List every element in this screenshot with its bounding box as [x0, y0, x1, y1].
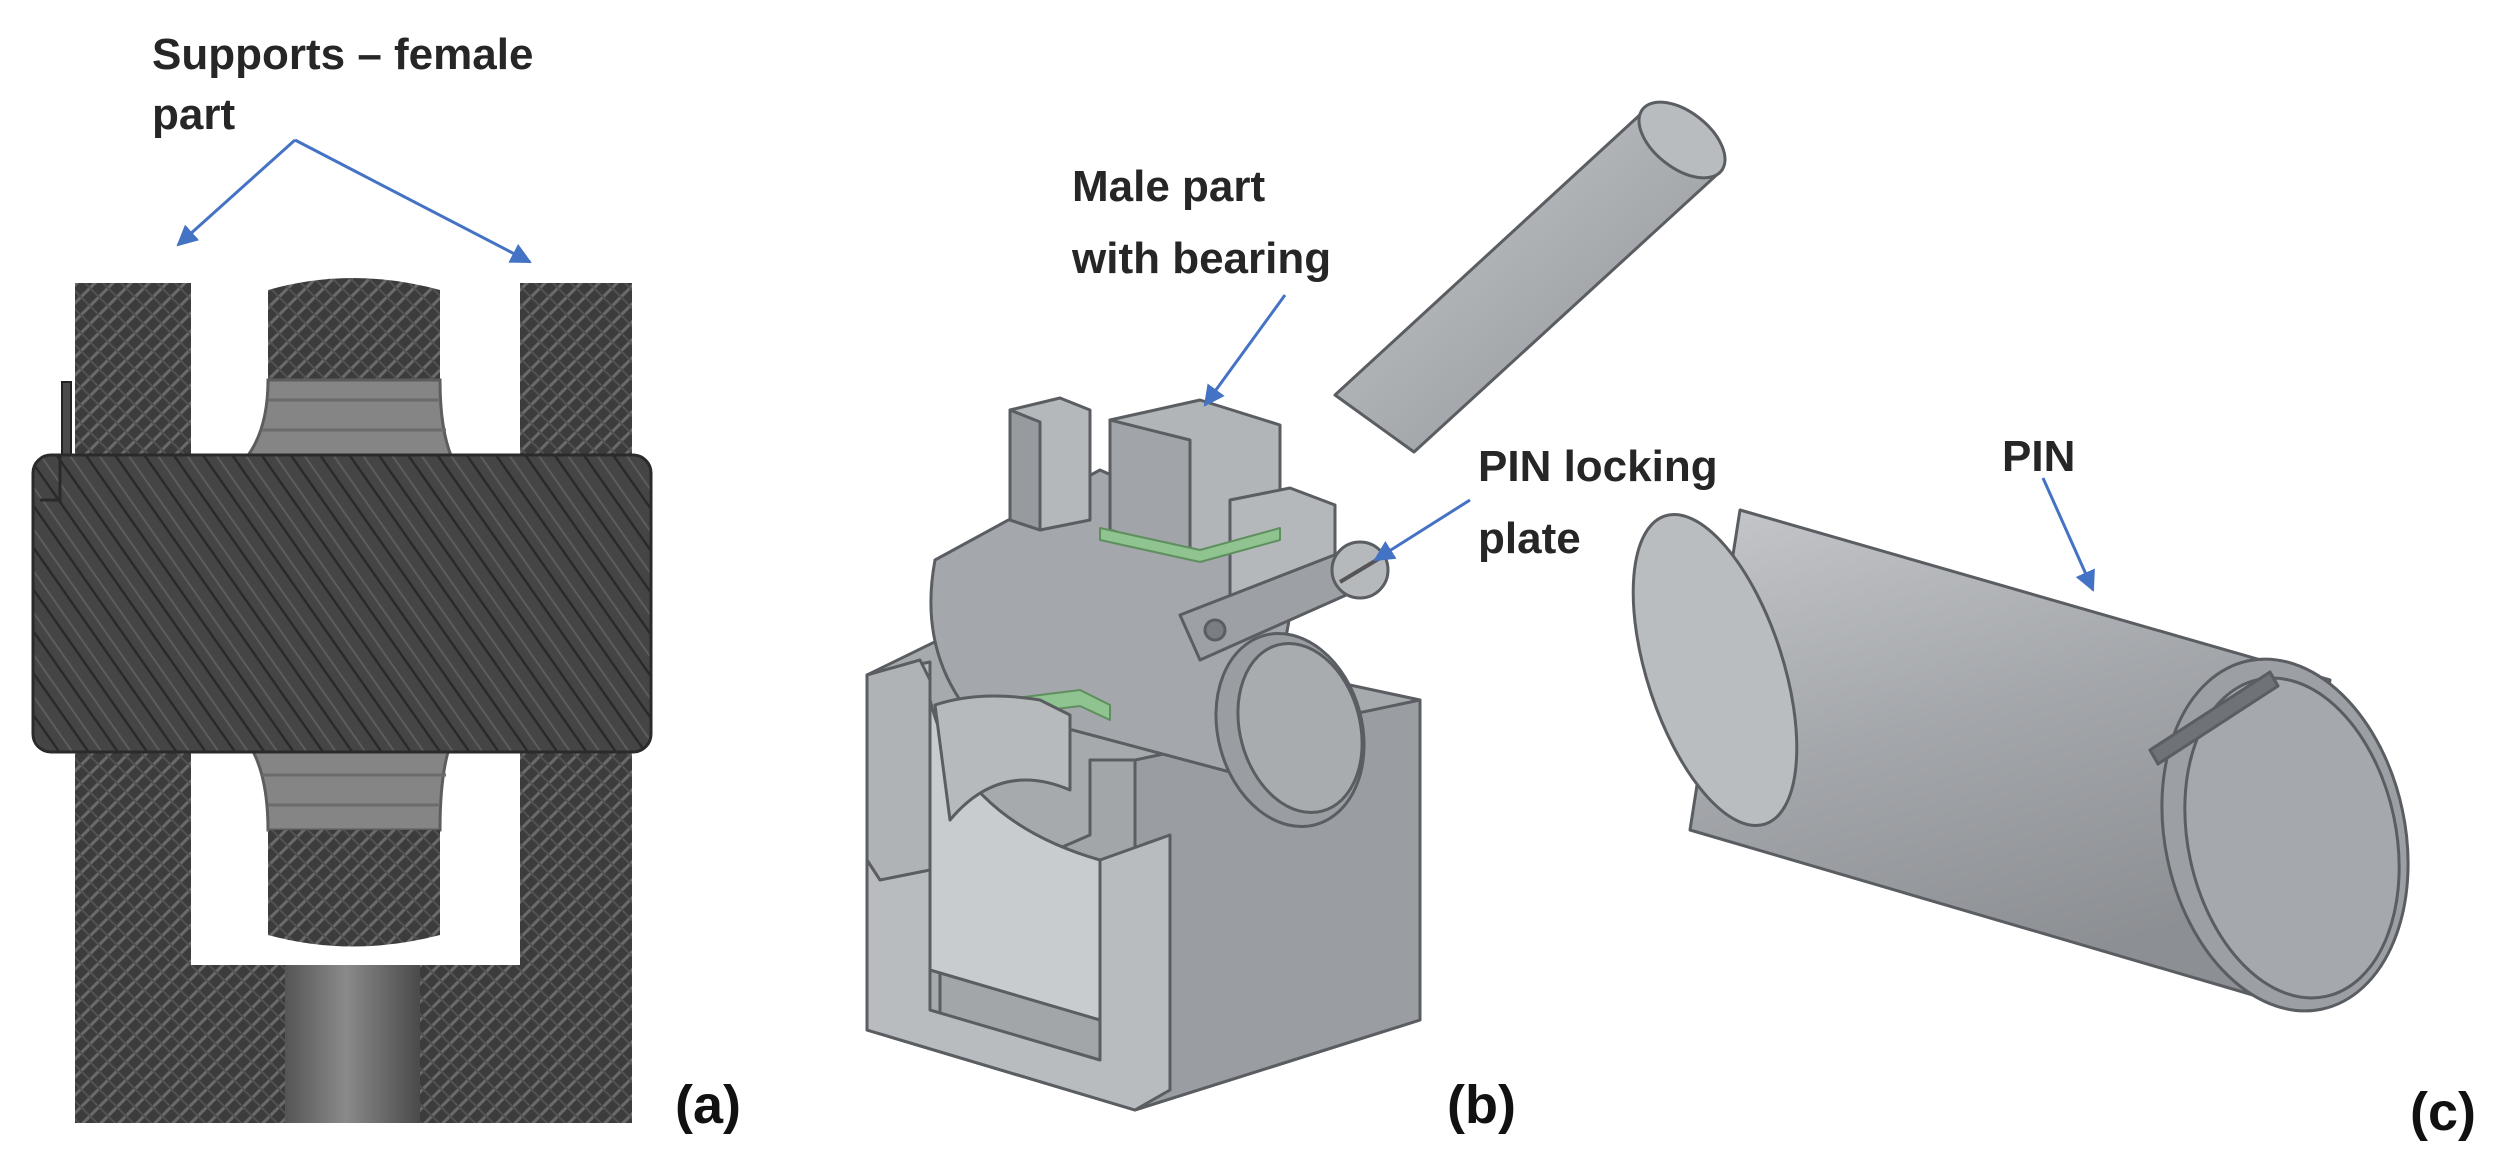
panel-label-b: (b): [1447, 1075, 1516, 1135]
panel-label-c: (c): [2410, 1082, 2476, 1142]
upper-bearing-ring: [1099, 527, 1281, 563]
locking-plate-label-line2: plate: [1478, 514, 1581, 563]
supports-label-line2: part: [152, 90, 236, 139]
arrow-pin: [2041, 477, 2095, 592]
arrow-supports-left: [176, 138, 297, 247]
pin-section: [31, 453, 653, 754]
male-block-upper: [268, 278, 440, 380]
male-part-label-line2: with bearing: [1072, 234, 1332, 283]
pin-view-c: [1631, 508, 2410, 1013]
supports-label-line1: Supports – female: [152, 30, 534, 79]
arrow-supports-right: [294, 138, 532, 264]
male-block-lower: [268, 830, 440, 947]
upper-bearing: [242, 378, 455, 460]
pin-groove: [2148, 670, 2280, 766]
connecting-rod: [285, 965, 420, 1123]
callout-arrows: [176, 138, 2095, 592]
arrow-male-part: [1203, 294, 1287, 407]
pin-label: PIN: [2002, 432, 2076, 481]
section-view-a: [31, 278, 653, 1123]
male-part-label-line1: Male part: [1072, 162, 1266, 211]
arrow-locking-plate: [1373, 498, 1471, 562]
panel-label-a: (a): [675, 1075, 741, 1135]
lower-fork-left: [865, 658, 932, 882]
locking-plate-label-line1: PIN locking: [1478, 442, 1718, 491]
isometric-view-b: [865, 100, 1727, 1112]
